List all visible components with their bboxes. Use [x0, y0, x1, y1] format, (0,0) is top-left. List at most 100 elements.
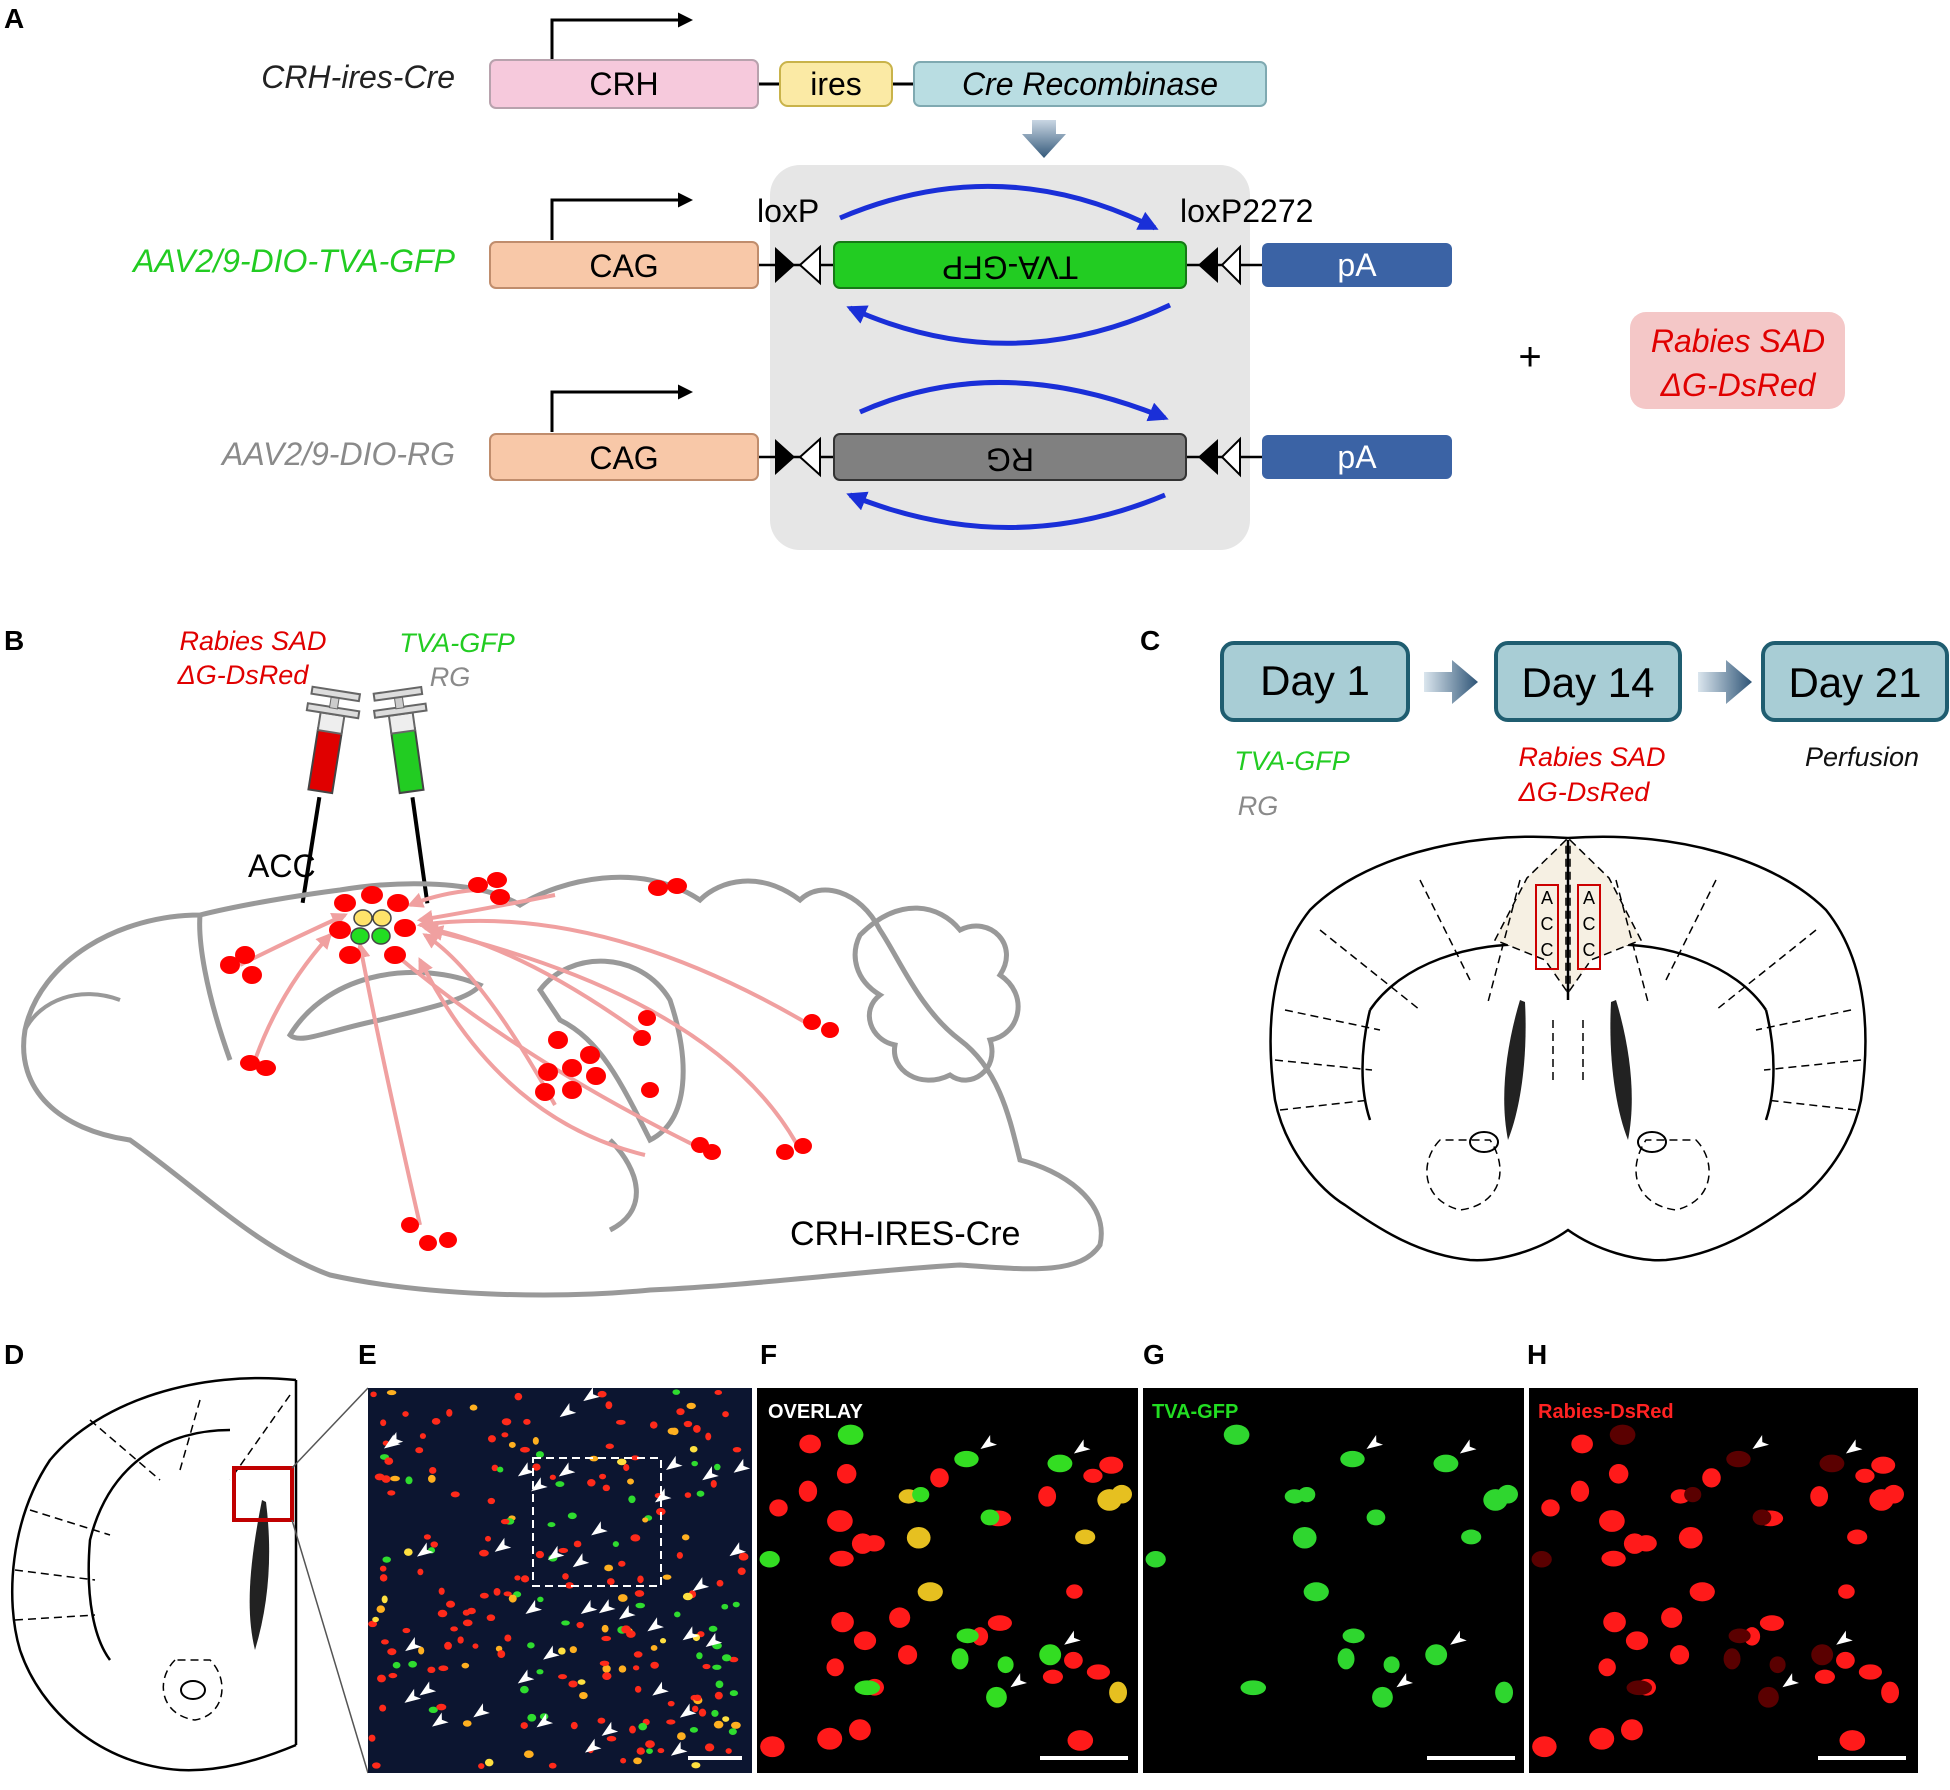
coronal-section [1269, 835, 1867, 1262]
cell [1038, 1486, 1057, 1507]
cell [576, 1621, 584, 1629]
cell [912, 1486, 930, 1503]
cell [1067, 1730, 1094, 1751]
cell [722, 1411, 729, 1418]
arrowhead-icon [547, 1545, 565, 1560]
cell [986, 1686, 1007, 1708]
cell [484, 1535, 492, 1542]
down-chevron-icon [1022, 120, 1066, 158]
cell [617, 1594, 628, 1602]
cell [1047, 1454, 1073, 1473]
cell [493, 1588, 501, 1596]
cell [917, 1582, 943, 1602]
cell [1342, 1628, 1365, 1644]
acc-box-left [1535, 884, 1559, 970]
timeline-arrow-icon [1698, 660, 1752, 704]
cell [826, 1658, 844, 1677]
cell [1726, 1450, 1751, 1468]
cell [618, 1560, 626, 1567]
cell [635, 1602, 646, 1609]
cell [769, 1499, 788, 1517]
loxp-site-icon [1198, 439, 1218, 475]
day21-label: Day 21 [1788, 659, 1921, 706]
cell [650, 1661, 659, 1669]
cell [379, 1574, 388, 1582]
cell [649, 1421, 658, 1429]
roi-box [232, 1466, 294, 1522]
cell [402, 1627, 411, 1634]
arrowhead-icon [419, 1681, 437, 1696]
cell [854, 1680, 881, 1696]
cell [519, 1446, 530, 1453]
arrowhead-icon [679, 1703, 697, 1718]
cell [568, 1680, 578, 1688]
cell [605, 1401, 613, 1410]
cell [715, 1680, 724, 1689]
cell [427, 1666, 436, 1674]
cag-box-2 [489, 433, 759, 481]
cell [1608, 1464, 1629, 1484]
acc-region-right [1569, 838, 1643, 993]
loxp-label: loxP [757, 193, 819, 229]
cell [645, 1740, 655, 1749]
cell [710, 1480, 717, 1488]
tva-gfp-inverted-label: TVA-GFP [942, 250, 1078, 286]
cells-h [1531, 1424, 1904, 1758]
panel-label-d: D [4, 1339, 24, 1370]
cell [461, 1662, 470, 1669]
cell [1495, 1681, 1514, 1704]
cell [450, 1491, 460, 1498]
cell [670, 1427, 679, 1436]
cell [1532, 1736, 1557, 1758]
cell [712, 1664, 722, 1670]
cell [536, 1669, 544, 1675]
cell [1541, 1499, 1560, 1517]
arrowhead-icon [702, 1466, 719, 1481]
cell [1601, 1550, 1626, 1567]
cell [501, 1418, 512, 1426]
cell [831, 1611, 854, 1633]
promoter-arrow-tva [550, 192, 693, 240]
rabies-injection-line1: Rabies SAD [179, 626, 326, 656]
cell [527, 1713, 537, 1722]
cell [479, 1549, 489, 1557]
crh-box-label: CRH [589, 66, 658, 102]
cell [704, 1743, 715, 1752]
cell [817, 1727, 843, 1750]
cell [729, 1690, 739, 1697]
cell [1531, 1551, 1552, 1568]
cell [728, 1728, 737, 1736]
cell [698, 1708, 707, 1717]
cell [417, 1568, 424, 1576]
rabies-injection-line2: ΔG-DsRed [177, 660, 310, 690]
cell [630, 1534, 641, 1542]
cell [390, 1475, 400, 1482]
cell [577, 1679, 586, 1685]
acc-letter: C [1583, 914, 1596, 934]
cell [633, 1757, 642, 1765]
cell [829, 1550, 854, 1567]
arrowhead-icon [416, 1542, 434, 1557]
right-ventricle [1610, 1000, 1632, 1140]
arrowhead-icon [601, 1721, 619, 1736]
cell [423, 1534, 431, 1540]
cell [606, 1578, 615, 1585]
corpus-callosum [286, 969, 484, 1041]
cell [444, 1641, 452, 1650]
cell [827, 1510, 853, 1532]
pa-label-1: pA [1337, 247, 1377, 283]
cell [1847, 1529, 1868, 1545]
cre-box [913, 61, 1267, 107]
cell [587, 1479, 596, 1487]
arrowhead-icon [654, 1488, 672, 1503]
day14-line1: Rabies SAD [1518, 742, 1665, 772]
cell [714, 1389, 723, 1396]
cell [549, 1474, 556, 1480]
cell [1372, 1686, 1393, 1708]
arrowhead-icon [383, 1434, 401, 1449]
cell [725, 1748, 732, 1754]
rabies-badge-line2: ΔG-DsRed [1660, 367, 1817, 403]
arrowhead-icon [559, 1403, 577, 1418]
arrowhead-icon [1010, 1673, 1028, 1688]
